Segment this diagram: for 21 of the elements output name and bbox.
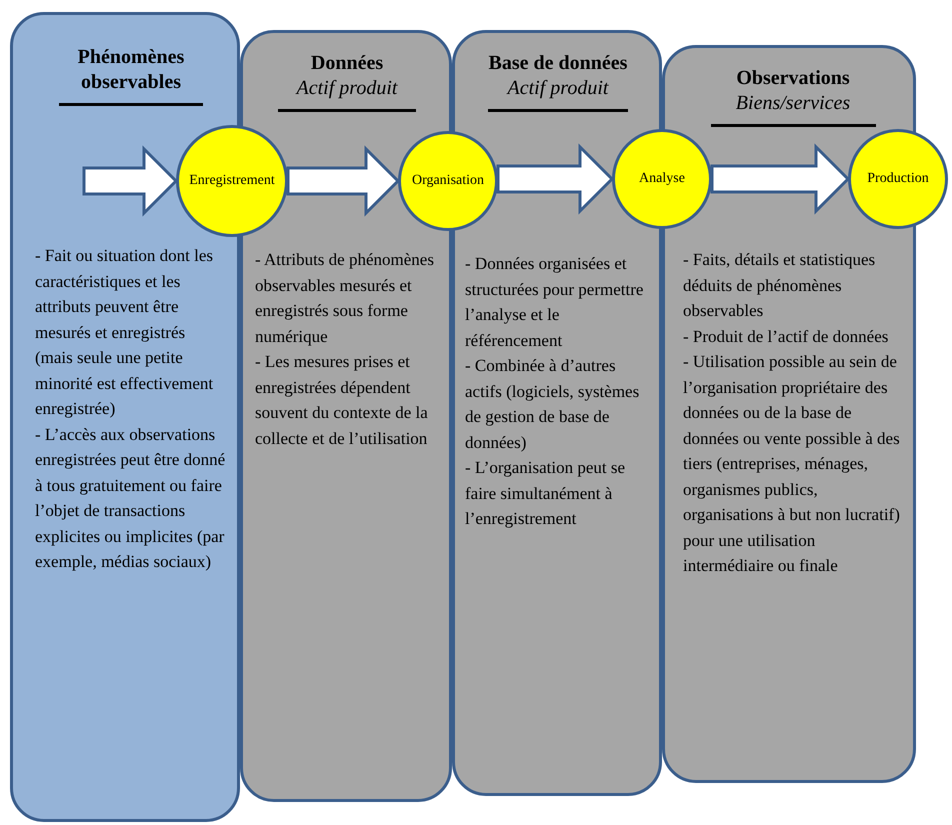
- bullet-text: - Combinée à d’autres actifs (logiciels, systèmes de gestion de base de données): [465, 355, 640, 454]
- bullet-text: - Les mesures prises et enregistrées dépendent souvent du contexte de la collecte et de l’utilisation: [255, 351, 429, 450]
- bullet-text: - Produit de l’actif de données: [683, 326, 890, 348]
- panel-heading: Observations: [735, 66, 851, 91]
- bullet-text: - L’organisation peut se faire simultanément à l’enregistrement: [465, 457, 626, 530]
- block-arrow: [496, 143, 614, 215]
- panel-heading: Base de données: [488, 51, 628, 76]
- bullet-text: - Données organisées et structurées pour permettre l’analyse et le référencement: [465, 253, 644, 352]
- bullet-text: - Fait ou situation dont les caractéristiques et les attributs peuvent être mesurés et enregistrés (mais seule une petite minorité est effectivement enregistrée): [35, 245, 214, 420]
- bullet-text: - L’accès aux observations enregistrées peut être donné à tous gratuitement ou faire l’objet de transactions explicites ou implicites (par exemple, médias sociaux): [35, 424, 226, 573]
- panel-subtitle: Actif produit: [294, 76, 399, 101]
- bullet-text: - Faits, détails et statistiques déduits de phénomènes observables: [683, 249, 876, 322]
- panel-subtitle: Actif produit: [506, 76, 610, 101]
- panel-subtitle: Biens/services: [734, 91, 852, 116]
- block-arrow: [710, 143, 850, 215]
- panel-heading: Phénomènes observables: [76, 45, 186, 95]
- block-arrow: [82, 145, 178, 217]
- bullet-text: - Utilisation possible au sein de l’organisation propriétaire des données ou de la base de données ou vente possible à des tiers (entreprises, ménages, organismes publics, organisations à but non lucratif) pour une utilisation intermédiaire ou finale: [683, 351, 901, 577]
- panel-heading: Données: [310, 51, 384, 76]
- block-arrow: [286, 145, 400, 217]
- bullet-text: - Attributs de phénomènes observables mesurés et enregistrés sous forme numérique: [255, 249, 435, 348]
